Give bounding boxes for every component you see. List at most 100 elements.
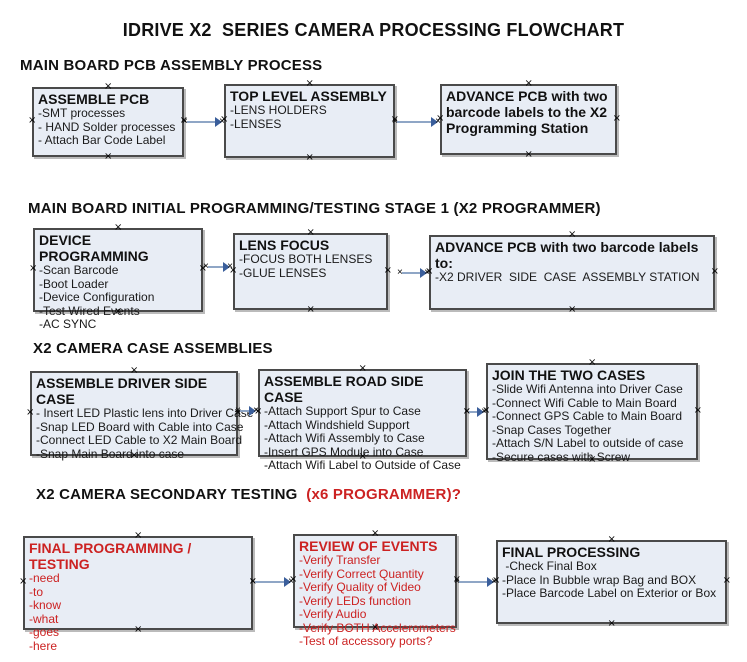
flow-arrow-8[interactable]: ××: [454, 576, 497, 587]
arrow-line: [187, 121, 217, 123]
box-item: - HAND Solder processes: [38, 119, 176, 134]
box-title: LENS FOCUS: [239, 237, 330, 253]
connector-handle-icon: ×: [250, 576, 256, 587]
box-title: ASSEMBLE PCB: [38, 91, 150, 107]
flow-arrow-3[interactable]: ××: [203, 262, 233, 272]
flow-box-lens-focus[interactable]: LENS FOCUS -FOCUS BOTH LENSES -GLUE LENS…: [229, 228, 392, 315]
box-item: - Attach Bar Code Label: [38, 133, 166, 147]
box-title: REVIEW OF EVENTS: [299, 538, 438, 554]
box-item: -Insert GPS Module into Case: [264, 444, 424, 459]
box-title: FINAL PROGRAMMING / TESTING: [29, 540, 192, 572]
box-item: -what: [29, 611, 59, 626]
arrow-head-icon: [223, 262, 230, 272]
arrow-line: [469, 411, 479, 413]
connector-handle-icon: ×: [693, 404, 702, 416]
box-item: -to: [29, 584, 44, 599]
connector-handle-icon: ×: [568, 304, 577, 315]
flow-arrow-1[interactable]: ××: [182, 116, 225, 127]
connector-handle-icon: ×: [435, 116, 441, 127]
flow-arrow-6[interactable]: ××: [464, 406, 487, 417]
connector-handle-icon: ×: [219, 116, 225, 127]
box-item: -FOCUS BOTH LENSES: [239, 252, 373, 266]
arrow-line: [402, 272, 422, 274]
flow-arrow-7[interactable]: ××: [250, 576, 294, 587]
connector-handle-icon: ×: [288, 576, 294, 587]
connector-handle-icon: ×: [454, 576, 460, 587]
box-item: -Place Barcode Label on Exterior or Box: [502, 586, 717, 600]
box-item: -Verify Quality of Video: [299, 580, 421, 594]
connector-handle-icon: ×: [235, 405, 241, 416]
flow-box-device-programming[interactable]: DEVICE PROGRAMMING -Scan Barcode -Boot L…: [29, 223, 207, 331]
box-item: -Attach Windshield Support: [264, 417, 410, 432]
flow-arrow-2[interactable]: ××: [392, 116, 441, 127]
box-item: -Attach Wifi Label to Outside of Case: [264, 458, 461, 472]
connector-handle-icon: ×: [29, 263, 38, 274]
flow-box-final-processing[interactable]: FINAL PROCESSING -Check Final Box -Place…: [492, 535, 731, 629]
box-item: -GLUE LENSES: [239, 265, 327, 280]
flow-box-assemble-road-side-case[interactable]: ASSEMBLE ROAD SIDE CASE -Attach Support …: [254, 364, 471, 472]
flow-arrow-4[interactable]: ××: [397, 267, 430, 278]
box-item: -Verify BOTH Accelerometers: [299, 620, 456, 635]
connector-handle-icon: ×: [481, 406, 487, 417]
connector-handle-icon: ×: [491, 576, 497, 587]
box-item: -here: [29, 638, 58, 653]
connector-handle-icon: ×: [28, 115, 37, 126]
box-title: ASSEMBLE ROAD SIDE CASE: [264, 373, 424, 405]
box-item: -Connect GPS Cable to Main Board: [492, 409, 683, 423]
section-heading-secondary-testing-black: X2 CAMERA SECONDARY TESTING: [36, 486, 307, 503]
connector-handle-icon: ×: [305, 152, 314, 163]
box-item: -Check Final Box: [502, 559, 597, 573]
box-item: -X2 DRIVER SIDE CASE ASSEMBLY STATION: [435, 270, 700, 284]
arrow-line: [240, 410, 251, 412]
box-title: ADVANCE PCB with two barcode labels to:: [435, 239, 699, 271]
arrow-line: [459, 581, 489, 583]
connector-handle-icon: ×: [19, 576, 28, 587]
connector-handle-icon: ×: [383, 264, 392, 276]
section-heading-secondary-testing-red: (x6 PROGRAMMER)?: [306, 486, 462, 503]
flow-box-advance-pcb-driver-side[interactable]: ADVANCE PCB with two barcode labels to: …: [425, 230, 719, 315]
box-item: -Secure cases with Screw: [492, 449, 631, 464]
box-item: -Test Wired Events: [39, 303, 140, 318]
box-item: -Verify LEDs function: [299, 593, 412, 608]
section-heading-case-assemblies: X2 CAMERA CASE ASSEMBLIES: [33, 340, 273, 357]
box-item: -Verify Correct Quantity: [299, 566, 424, 581]
flow-box-assemble-driver-side-case[interactable]: ASSEMBLE DRIVER SIDE CASE - Insert LED P…: [26, 366, 253, 461]
connector-handle-icon: ×: [253, 405, 259, 416]
flow-box-final-programming-testing[interactable]: FINAL PROGRAMMING / TESTING -need -to -k…: [19, 531, 257, 653]
box-item: -AC SYNC: [39, 317, 97, 331]
connector-handle-icon: ×: [203, 261, 209, 272]
box-item: -SMT processes: [38, 106, 126, 120]
flow-box-assemble-pcb[interactable]: ASSEMBLE PCB -SMT processes - HAND Solde…: [28, 82, 188, 162]
box-item: -Snap LED Board with Cable into Case: [36, 419, 244, 434]
arrow-line: [208, 266, 225, 268]
arrow-head-icon: [284, 577, 291, 587]
arrow-head-icon: [215, 117, 222, 127]
connector-handle-icon: ×: [710, 265, 719, 277]
flow-box-review-of-events[interactable]: REVIEW OF EVENTS -Verify Transfer -Verif…: [289, 529, 461, 648]
box-item: -need: [29, 571, 60, 585]
arrow-head-icon: [477, 407, 484, 417]
box-item: -Verify Audio: [299, 607, 367, 621]
connector-handle-icon: ×: [722, 575, 731, 586]
arrow-line: [255, 581, 286, 583]
connector-handle-icon: ×: [26, 406, 35, 418]
section-heading-initial-programming: MAIN BOARD INITIAL PROGRAMMING/TESTING S…: [28, 200, 601, 217]
box-item: -goes: [29, 625, 60, 639]
flow-arrow-5[interactable]: ××: [235, 405, 259, 416]
box-item: -Attach Wifi Assembly to Case: [264, 431, 425, 445]
connector-handle-icon: ×: [612, 112, 621, 124]
box-title: JOIN THE TWO CASES: [492, 367, 646, 383]
flow-box-top-level-assembly[interactable]: TOP LEVEL ASSEMBLY -LENS HOLDERS -LENSES…: [220, 79, 399, 163]
connector-handle-icon: ×: [424, 267, 430, 278]
box-item: -LENS HOLDERS: [230, 103, 327, 117]
box-item: -Connect Wifi Cable to Main Board: [492, 395, 677, 410]
box-title: TOP LEVEL ASSEMBLY: [230, 88, 387, 104]
arrow-head-icon: [249, 406, 256, 416]
connector-handle-icon: ×: [392, 116, 398, 127]
flow-box-join-the-two-cases[interactable]: JOIN THE TWO CASES -Slide Wifi Antenna i…: [482, 358, 702, 465]
connector-handle-icon: ×: [397, 267, 403, 278]
arrow-head-icon: [487, 577, 494, 587]
flow-box-advance-pcb-programming-station[interactable]: ADVANCE PCB with two barcode labels to t…: [436, 79, 621, 160]
box-item: -Slide Wifi Antenna into Driver Case: [492, 382, 683, 396]
